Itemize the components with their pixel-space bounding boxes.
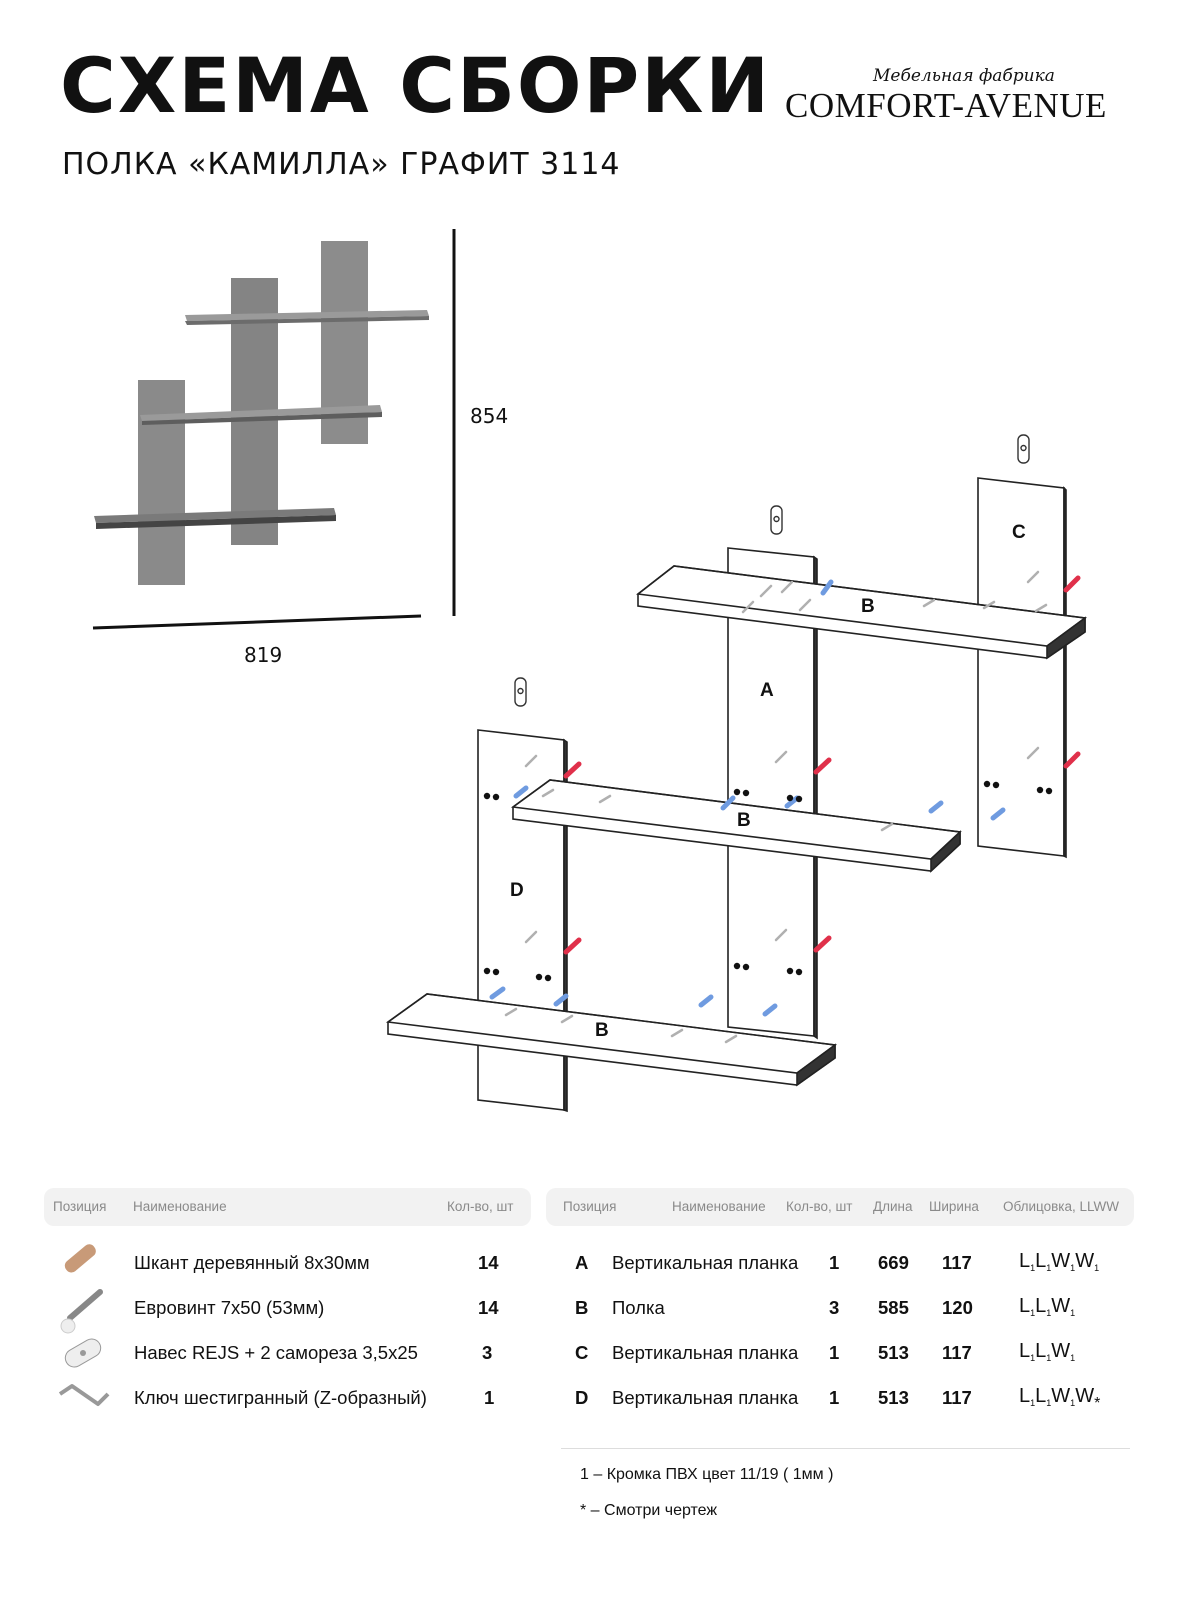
notes-divider (561, 1448, 1130, 1449)
part-name-3: Вертикальная планка (612, 1342, 799, 1363)
part-edge-1: L1L1W1W1 (1019, 1250, 1100, 1273)
dowel-icons (489, 579, 1006, 1017)
brand-logo: COMFORT-AVENUE (785, 86, 1107, 125)
part-width-2: 120 (942, 1297, 973, 1318)
note-edge-band: 1 – Кромка ПВХ цвет 11/19 ( 1мм ) (580, 1466, 834, 1483)
hanger-bracket-icon (64, 1338, 102, 1368)
product-illustration (92, 229, 456, 630)
part-name-1: Вертикальная планка (612, 1252, 799, 1273)
width-dimension-line (92, 614, 422, 630)
part-length-3: 513 (878, 1342, 909, 1363)
cam-hole-icons (483, 780, 1053, 982)
part-width-4: 117 (942, 1387, 972, 1408)
part-edge-4: L1L1W1W* (1019, 1385, 1101, 1412)
product-subtitle: ПОЛКА «КАМИЛЛА» ГРАФИТ 3114 (62, 147, 621, 182)
shelf-middle-render (140, 405, 382, 421)
label-b-middle: B (737, 810, 751, 831)
part-edge-2: L1L1W1 (1019, 1295, 1076, 1318)
part-length-4: 513 (878, 1387, 909, 1408)
fitting-name-1: Шкант деревянный 8х30мм (134, 1252, 370, 1273)
hex-key-icon (58, 1384, 110, 1406)
label-b-top: B (861, 596, 875, 617)
height-dimension: 854 (470, 404, 509, 428)
part-qty-4: 1 (829, 1387, 840, 1408)
shelf-bottom-render (94, 508, 336, 523)
part-width-3: 117 (942, 1342, 972, 1363)
fitting-name-3: Навес REJS + 2 самореза 3,5х25 (134, 1342, 418, 1363)
part-length-2: 585 (878, 1297, 909, 1318)
part-edge-3: L1L1W1 (1019, 1340, 1076, 1363)
parts-table-header: Позиция Наименование Кол-во, шт Длина Ши… (546, 1188, 1134, 1226)
note-see-drawing: * – Смотри чертеж (580, 1502, 718, 1519)
label-a: A (760, 680, 774, 701)
label-d: D (510, 880, 524, 901)
dowel-position-hints (504, 570, 1048, 1044)
part-pos-1: A (575, 1252, 589, 1273)
brand-tagline: Мебельная фабрика (873, 66, 1055, 86)
part-name-4: Вертикальная планка (612, 1387, 799, 1408)
part-qty-3: 1 (829, 1342, 840, 1363)
page-title: СХЕМА СБОРКИ (60, 41, 771, 130)
part-pos-4: D (575, 1387, 589, 1408)
fittings-icons (58, 1244, 110, 1406)
fittings-table-header: Позиция Наименование Кол-во, шт (44, 1188, 531, 1226)
assembly-diagram (385, 434, 1088, 1113)
panel-d-render (138, 380, 185, 585)
shelf-top-render (185, 310, 429, 321)
part-qty-1: 1 (829, 1252, 840, 1273)
part-qty-2: 3 (829, 1297, 840, 1318)
part-name-2: Полка (612, 1297, 665, 1318)
label-c: C (1012, 522, 1026, 543)
part-pos-3: C (575, 1342, 589, 1363)
part-width-1: 117 (942, 1252, 972, 1273)
screw-icon (60, 1289, 103, 1334)
fitting-qty-2: 14 (478, 1297, 499, 1318)
fitting-name-2: Евровинт 7х50 (53мм) (134, 1297, 325, 1318)
fitting-name-4: Ключ шестигранный (Z-образный) (134, 1387, 427, 1408)
eurosrew-icons (563, 575, 1081, 955)
width-dimension: 819 (244, 643, 283, 667)
fitting-qty-1: 14 (478, 1252, 499, 1273)
part-pos-2: B (575, 1297, 589, 1318)
dowel-icon (64, 1244, 96, 1273)
fitting-qty-3: 3 (482, 1342, 493, 1363)
part-length-1: 669 (878, 1252, 909, 1273)
label-b-bottom: B (595, 1020, 609, 1041)
fitting-qty-4: 1 (484, 1387, 495, 1408)
